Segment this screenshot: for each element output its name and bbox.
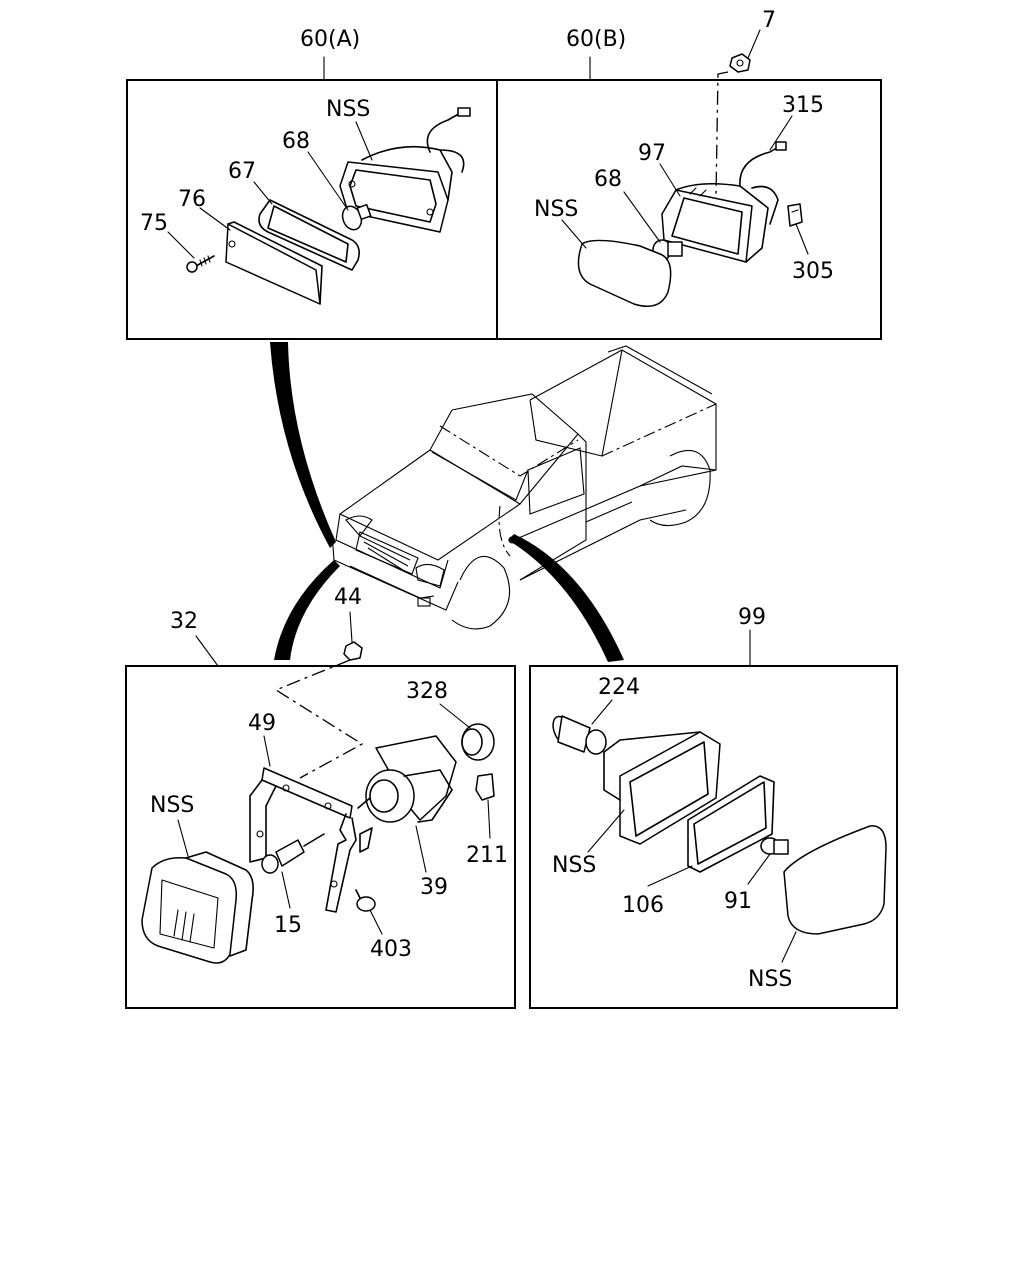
panel-32-frame: [125, 665, 516, 1009]
leader-b-7: [747, 29, 761, 59]
panel-side-marker-b: 60(B) 7: [496, 8, 882, 340]
fog-lens-right: [783, 825, 887, 935]
label-a-67: 67: [228, 159, 256, 184]
label-b-7: 7: [762, 8, 776, 33]
panel-fog-lamp-32: 32 44 49 39: [125, 585, 516, 1009]
leader-32-39: [415, 825, 427, 873]
center-line-32: [274, 659, 364, 779]
leader-32-49: [263, 735, 271, 767]
label-a-nss: NSS: [326, 97, 370, 122]
leader-b-97: [659, 163, 681, 197]
leader-99-nss-top: [587, 809, 625, 853]
fog-lamp-unit-left: [141, 851, 254, 964]
clip-211: [475, 773, 495, 801]
panel-99-frame: [529, 665, 898, 1009]
callout-arrow-a: [270, 342, 336, 548]
pickup-truck-illustration: [331, 345, 717, 630]
label-b-97: 97: [638, 141, 666, 166]
leader-b-nss: [561, 219, 587, 249]
leader-a-nss: [355, 121, 373, 161]
nut-44: [343, 641, 363, 661]
leader-99-91: [747, 853, 771, 885]
leader-a-75: [167, 231, 195, 259]
label-b-68: 68: [594, 167, 622, 192]
panel-fog-lamp-99: 99 224 NSS 106 91: [529, 605, 898, 1009]
panel-32-title: 32: [170, 609, 198, 634]
panel-32-leader: [195, 635, 219, 667]
leader-a-76: [199, 207, 231, 231]
center-line-b: [715, 71, 729, 197]
label-99-nss-top: NSS: [552, 853, 596, 878]
panel-side-marker-a: 60(A): [126, 27, 498, 340]
leader-b-305: [795, 223, 809, 255]
leader-b-68: [623, 191, 661, 243]
label-32-44: 44: [334, 585, 362, 610]
gasket-106: [687, 775, 775, 873]
leader-99-224: [591, 699, 613, 725]
label-a-75: 75: [140, 211, 168, 236]
lens-76: [225, 221, 323, 305]
bulb-15: [261, 833, 325, 874]
label-b-nss: NSS: [534, 197, 578, 222]
label-99-106: 106: [622, 893, 664, 918]
leader-a-67: [253, 181, 273, 205]
panel-99-title: 99: [738, 605, 766, 630]
label-32-211: 211: [466, 843, 508, 868]
callout-arrow-99: [508, 534, 624, 662]
label-a-76: 76: [178, 187, 206, 212]
side-marker-lens-b: [577, 239, 672, 307]
side-marker-housing-97: [661, 141, 787, 263]
bracket-49: [249, 767, 357, 913]
callout-arrow-32: [274, 560, 340, 660]
bulb-91: [760, 837, 789, 855]
panel-b-title: 60(B): [566, 27, 626, 52]
leader-32-15: [281, 871, 291, 909]
panel-a-title: 60(A): [300, 27, 360, 52]
label-b-315: 315: [782, 93, 824, 118]
label-32-nss: NSS: [150, 793, 194, 818]
label-99-nss-bottom: NSS: [748, 967, 792, 992]
leader-32-44: [349, 611, 353, 643]
screw-75: [186, 255, 215, 273]
label-32-39: 39: [420, 875, 448, 900]
leader-99-nss-bottom: [781, 931, 797, 963]
label-99-91: 91: [724, 889, 752, 914]
label-32-49: 49: [248, 711, 276, 736]
label-b-305: 305: [792, 259, 834, 284]
bulb-224: [552, 715, 607, 755]
panel-b-frame: [496, 79, 882, 340]
grommet-328: [461, 723, 495, 761]
bulb-68-a: [341, 203, 372, 231]
leader-32-403: [369, 909, 383, 935]
fog-housing-39: [357, 735, 457, 853]
label-32-15: 15: [274, 913, 302, 938]
fog-housing-right: [603, 731, 721, 845]
gasket-67: [258, 199, 360, 271]
screw-403: [355, 889, 376, 912]
clip-305: [787, 203, 803, 227]
label-99-224: 224: [598, 675, 640, 700]
leader-32-nss: [177, 819, 189, 857]
leader-32-211: [487, 799, 491, 839]
leader-a-68: [307, 151, 349, 211]
leader-b-315: [769, 115, 793, 151]
label-a-68: 68: [282, 129, 310, 154]
nut-7: [729, 53, 751, 73]
label-32-403: 403: [370, 937, 412, 962]
label-32-328: 328: [406, 679, 448, 704]
leader-32-328: [439, 703, 471, 729]
leader-99-106: [647, 865, 693, 887]
